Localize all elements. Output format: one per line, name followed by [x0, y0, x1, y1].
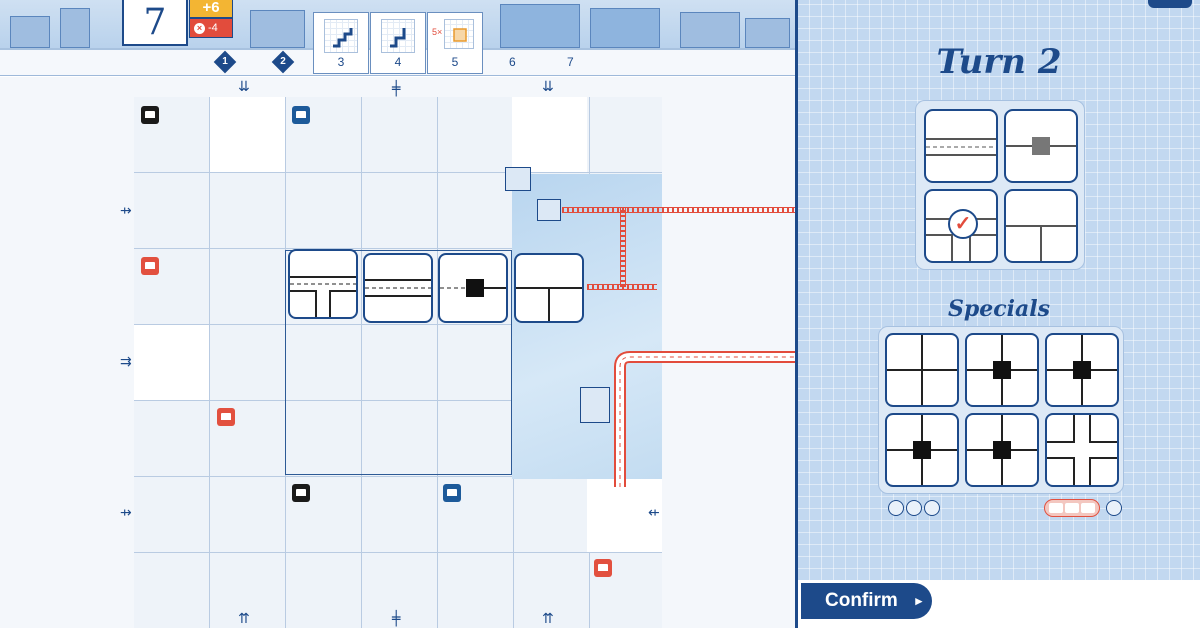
confirm-button[interactable]: Confirm ▸ [801, 583, 932, 619]
stair-pattern-icon [381, 19, 415, 53]
special-slot-circle [1106, 500, 1122, 516]
specials-used-counter [1044, 499, 1100, 517]
turn-panel: Turn 2 ✓ Specials [795, 0, 1200, 628]
game-board: ⇊ ╪ ⇊ ⇸ ⇉ ⇸ ⇷ ⇈ ╪ ⇈ [0, 77, 795, 628]
route-die-station[interactable] [1004, 109, 1078, 183]
route-dice-tray: ✓ [915, 100, 1085, 270]
special-station-cross[interactable] [965, 333, 1039, 407]
village-icon [1065, 503, 1079, 513]
building [60, 8, 90, 48]
special-road-cross[interactable] [1045, 413, 1119, 487]
round-card-label: 4 [394, 55, 402, 69]
building [745, 18, 790, 48]
special-slot-circle [906, 500, 922, 516]
penalty-value: -4 [208, 22, 218, 34]
special-slot-circle [924, 500, 940, 516]
rail-exit-icon: ⇈ [542, 611, 554, 627]
route-die-straight-road[interactable] [924, 109, 998, 183]
placed-tile-rail-crossing[interactable] [514, 253, 584, 323]
board-cell[interactable] [512, 97, 587, 172]
chevron-right-icon: ▸ [915, 593, 922, 608]
building [250, 10, 305, 48]
error-icon: × [194, 22, 205, 34]
route-die-t-junction-selected[interactable]: ✓ [924, 189, 998, 263]
round-card-label: 3 [337, 55, 345, 69]
confirm-label: Confirm [825, 590, 898, 611]
station-building-icon [537, 199, 561, 221]
village-icon [217, 408, 235, 426]
building [500, 4, 580, 48]
special-station-cross[interactable] [965, 413, 1039, 487]
round-card-3[interactable]: 3 [313, 12, 369, 74]
specials-tray [878, 326, 1124, 494]
railway-track [587, 284, 657, 290]
score-display: 7 [122, 0, 188, 46]
round-number-6: 6 [509, 55, 516, 69]
railway-track [620, 207, 626, 287]
round-card-4[interactable]: 4 [370, 12, 426, 74]
rail-exit-icon: ⇸ [120, 505, 132, 521]
road-exit-icon: ⇉ [120, 354, 132, 370]
round-card-5[interactable]: 5× 5 [427, 12, 483, 74]
special-station-cross[interactable] [885, 413, 959, 487]
bonus-points: +6 [189, 0, 233, 18]
rail-exit-icon: ⇷ [648, 505, 660, 521]
rail-exit-icon: ⇊ [542, 79, 554, 95]
building [10, 16, 50, 48]
village-icon [1081, 503, 1095, 513]
board-cell[interactable] [587, 477, 662, 552]
central-district-region [285, 250, 512, 475]
menu-button[interactable] [1148, 0, 1192, 8]
grid-target-icon [444, 19, 474, 49]
road-exit-icon: ╪ [392, 81, 401, 97]
special-station-cross[interactable] [1045, 333, 1119, 407]
stair-pattern-icon [324, 19, 358, 53]
rail-exit-icon: ⇸ [120, 203, 132, 219]
board-cell[interactable] [134, 325, 209, 400]
house-icon [292, 106, 310, 124]
village-icon [141, 257, 159, 275]
factory-icon [141, 106, 159, 124]
village-icon [1049, 503, 1063, 513]
specials-title: Specials [947, 296, 1051, 322]
checkmark-icon: ✓ [948, 209, 978, 239]
board-cell[interactable] [210, 97, 285, 172]
lake-area [512, 174, 662, 479]
multiplier-label: 5× [432, 27, 443, 37]
route-die-rail-junction[interactable] [1004, 189, 1078, 263]
round-marker-1: 1 [213, 50, 237, 74]
turn-title: Turn 2 [936, 42, 1062, 82]
road-segment [614, 351, 795, 487]
placed-tile-straight-road[interactable] [363, 253, 433, 323]
village-icon [594, 559, 612, 577]
special-rail-cross[interactable] [885, 333, 959, 407]
penalty-points: × -4 [189, 18, 233, 38]
special-slot-circle [888, 500, 904, 516]
round-card-label: 5 [451, 55, 459, 69]
station-building-icon [505, 167, 531, 191]
round-number-7: 7 [567, 55, 574, 69]
road-exit-icon: ╪ [392, 611, 401, 627]
rail-exit-icon: ⇊ [238, 79, 250, 95]
placed-tile-t-junction[interactable] [288, 249, 358, 319]
factory-building-icon [580, 387, 610, 423]
placed-tile-station[interactable] [438, 253, 508, 323]
building [680, 12, 740, 48]
building [590, 8, 660, 48]
railway-track [562, 207, 795, 213]
house-icon [443, 484, 461, 502]
factory-icon [292, 484, 310, 502]
round-marker-2: 2 [271, 50, 295, 74]
rail-exit-icon: ⇈ [238, 611, 250, 627]
